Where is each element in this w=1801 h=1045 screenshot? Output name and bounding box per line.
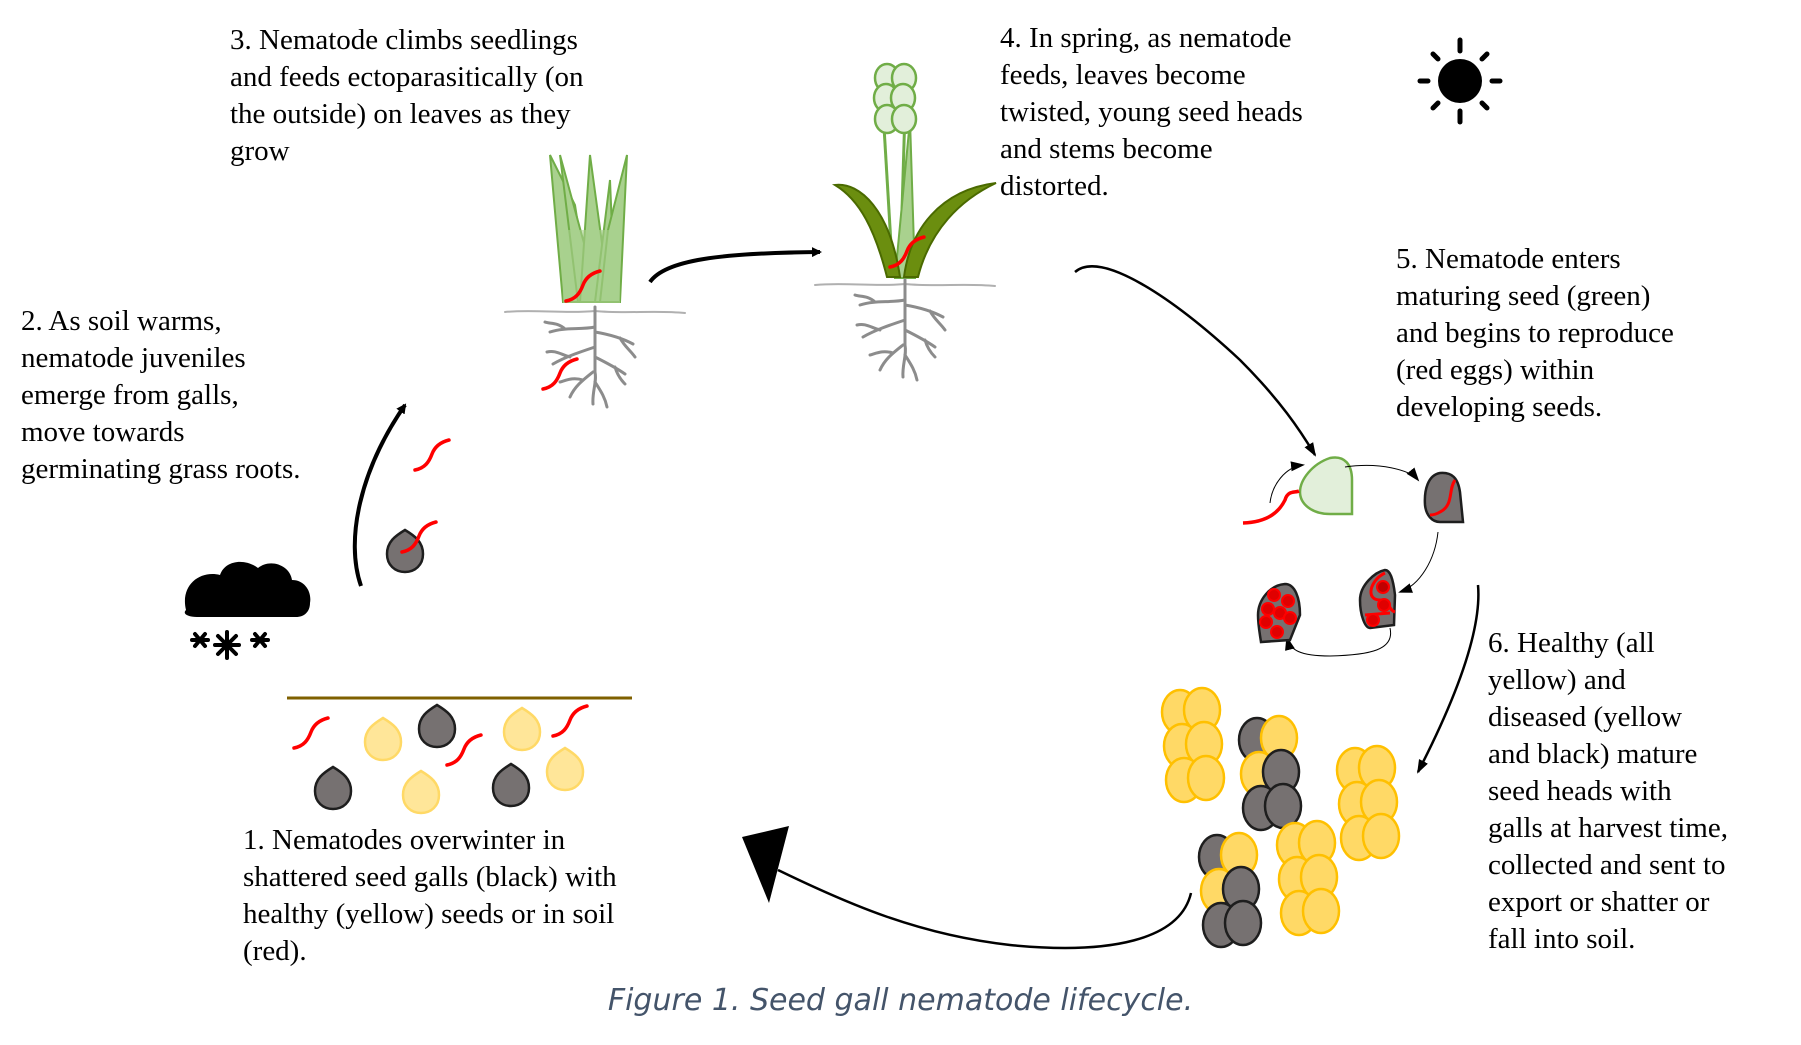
healthy-seed [363,716,403,762]
step-2-label: 2. As soil warms, nematode juveniles eme… [21,305,301,485]
step-3-label: 3. Nematode climbs seedlings and feeds e… [230,24,584,167]
arrow-step2-to-3 [352,403,407,587]
healthy-seed [401,769,441,815]
healthy-seed-head [1335,744,1401,862]
step-6-label: 6. Healthy (all yellow) and diseased (ye… [1488,627,1728,955]
arrow-step6-to-1 [777,868,1193,950]
arrow-step3-to-4 [648,247,822,284]
healthy-seed-head [1160,686,1226,804]
seed-gall [417,703,457,749]
arrow-step6-to-1-head [742,826,789,903]
step-4-label: 4. In spring, as nematode feeds, leaves … [1000,22,1303,202]
arrow-step4-to-5 [1074,265,1317,457]
snow-cloud-icon [184,561,311,660]
nematode-worm [292,716,330,750]
distorted-plant [813,62,997,382]
nematode-worm [551,704,589,738]
figure-caption: Figure 1. Seed gall nematode lifecycle. [607,983,1194,1018]
seed-gall [313,765,353,811]
mature-seed-heads [1160,686,1401,949]
step-1-label: 1. Nematodes overwinter in shattered see… [243,824,617,967]
healthy-seed-head [1275,819,1341,937]
healthy-seed [545,746,585,792]
diseased-seed-head [1197,831,1263,949]
nematode-worm [541,357,579,391]
seed-gall [491,762,531,808]
emerging-juveniles-group [385,438,451,574]
healthy-seed [502,706,542,752]
reproduction-cycle [1242,456,1465,657]
arrow-step5-to-6 [1416,584,1480,774]
sun-icon [1417,37,1503,125]
diseased-seed-head [1237,714,1303,832]
overwintering-soil-group [292,703,589,815]
seedling-plant [503,154,687,409]
step-5-label: 5. Nematode enters maturing seed (green)… [1396,243,1674,423]
nematode-worm [413,438,451,472]
